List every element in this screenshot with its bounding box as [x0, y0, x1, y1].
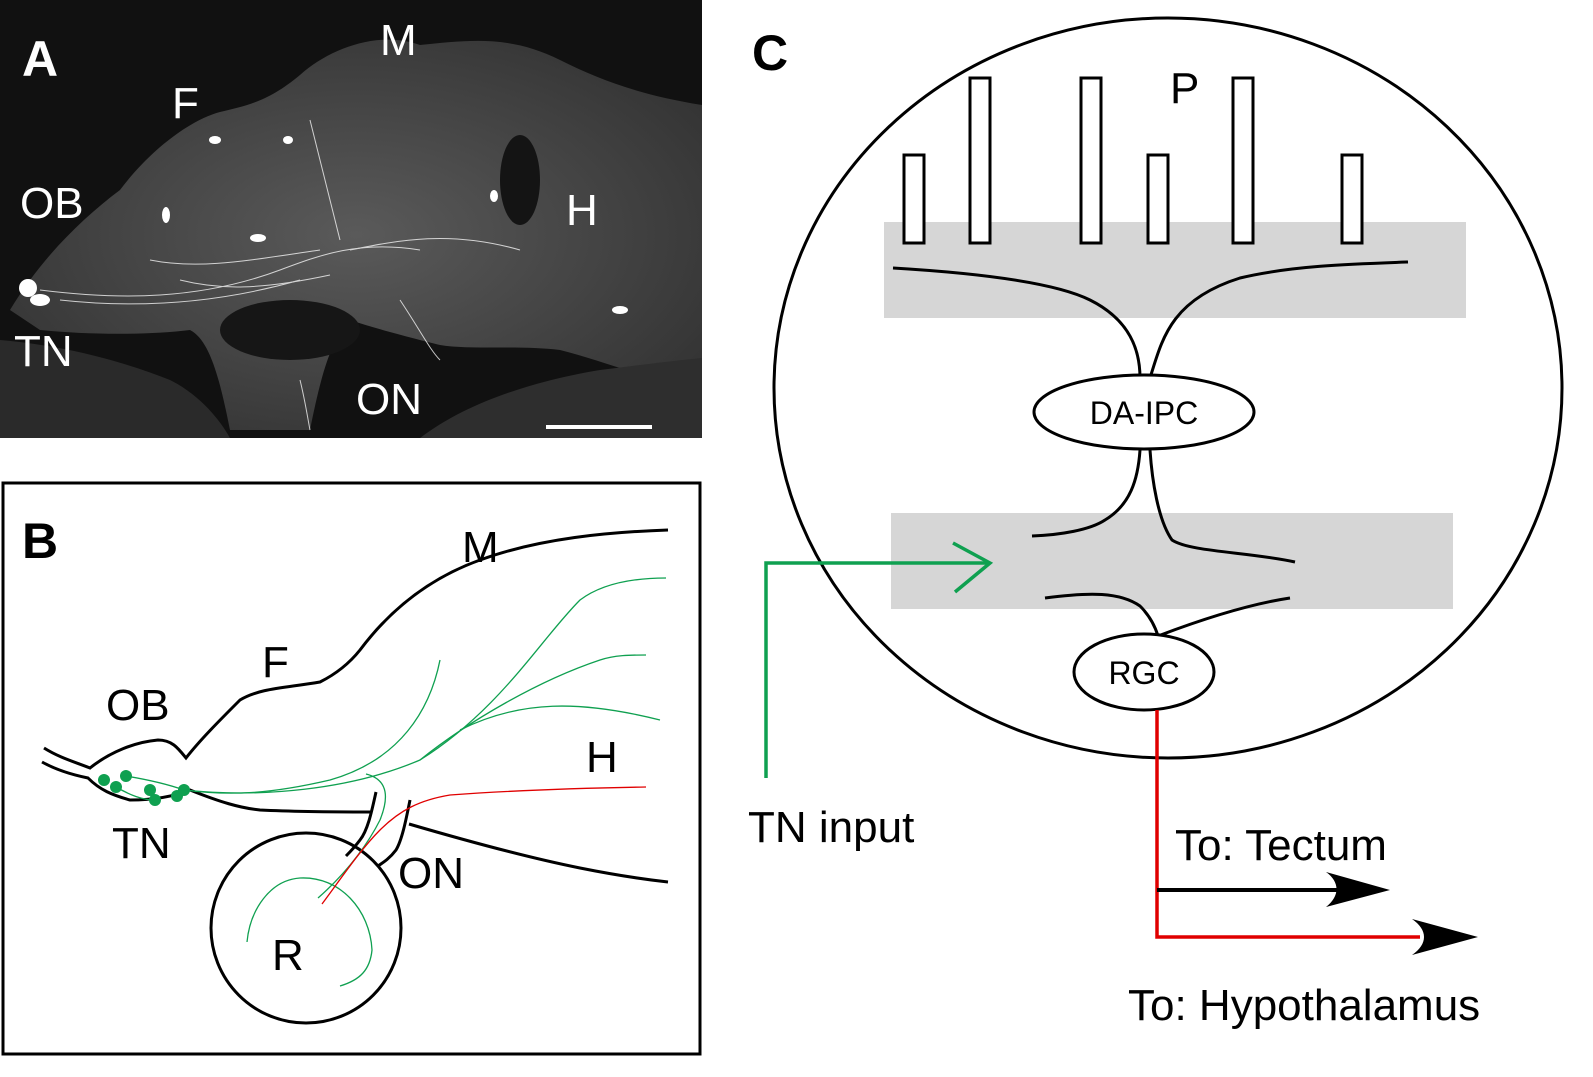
label-m: M: [462, 523, 499, 572]
label-f: F: [172, 79, 199, 128]
ventricle: [500, 135, 540, 225]
label-h: H: [586, 733, 618, 782]
labeled-cell-bodies: [19, 136, 628, 314]
label-rgc: RGC: [1108, 655, 1179, 691]
label-ob: OB: [20, 179, 84, 228]
panel-c: C P DA-IPC RGC: [748, 16, 1564, 1030]
lower-right-tissue: [420, 358, 702, 438]
label-tn-input: TN input: [748, 803, 914, 852]
fluorescent-fibers: [39, 119, 521, 431]
retina-outline: [209, 831, 403, 1025]
photoreceptor-short: [1146, 153, 1170, 245]
panel-b-letter: B: [22, 513, 58, 569]
rgc-cell: [1072, 632, 1216, 712]
label-f: F: [262, 638, 289, 687]
tn-input-arrow: [764, 541, 994, 778]
photoreceptor-short: [1340, 153, 1364, 245]
tn-fibers: [183, 577, 667, 987]
photoreceptor-long: [1231, 76, 1255, 245]
label-tn: TN: [112, 819, 171, 868]
rgc-dendrites: [1044, 592, 1291, 638]
rgc-axon-to-hypothalamus: [1155, 710, 1420, 939]
retina-circle: [772, 16, 1564, 760]
tn-cell-cluster: [98, 770, 190, 806]
label-da-ipc: DA-IPC: [1090, 395, 1198, 431]
label-m: M: [380, 16, 417, 65]
photoreceptors: [902, 76, 1364, 245]
label-on: ON: [356, 375, 422, 424]
panel-b-frame: [1, 481, 702, 1056]
ventricle: [220, 300, 360, 360]
label-r: R: [272, 931, 304, 980]
brain-tissue: [10, 39, 702, 430]
panel-c-letter: C: [752, 25, 788, 81]
photoreceptor-short: [902, 153, 926, 245]
inner-plexiform-layer: [891, 513, 1453, 609]
photoreceptor-long: [968, 76, 992, 245]
rgc-axon: [321, 786, 647, 905]
panel-b: B: [1, 481, 702, 1056]
hypothalamus-arrowhead: [1412, 919, 1478, 955]
da-ipc-cell: [1032, 373, 1256, 451]
lower-tissue: [0, 340, 230, 438]
label-on: ON: [398, 849, 464, 898]
label-to-hypothalamus: To: Hypothalamus: [1128, 981, 1480, 1030]
label-tn: TN: [14, 327, 73, 376]
photoreceptor-long: [1079, 76, 1103, 245]
label-to-tectum: To: Tectum: [1175, 821, 1387, 870]
tectum-arrowhead: [1326, 872, 1390, 907]
panel-a: A M F OB H TN ON: [0, 0, 702, 438]
da-ipc-dendrites: [892, 260, 1409, 564]
label-p: P: [1170, 64, 1199, 113]
label-ob: OB: [106, 681, 170, 730]
panel-a-letter: A: [22, 31, 58, 87]
brain-outline: [41, 528, 669, 1025]
label-h: H: [566, 186, 598, 235]
scale-bar: [546, 425, 652, 429]
